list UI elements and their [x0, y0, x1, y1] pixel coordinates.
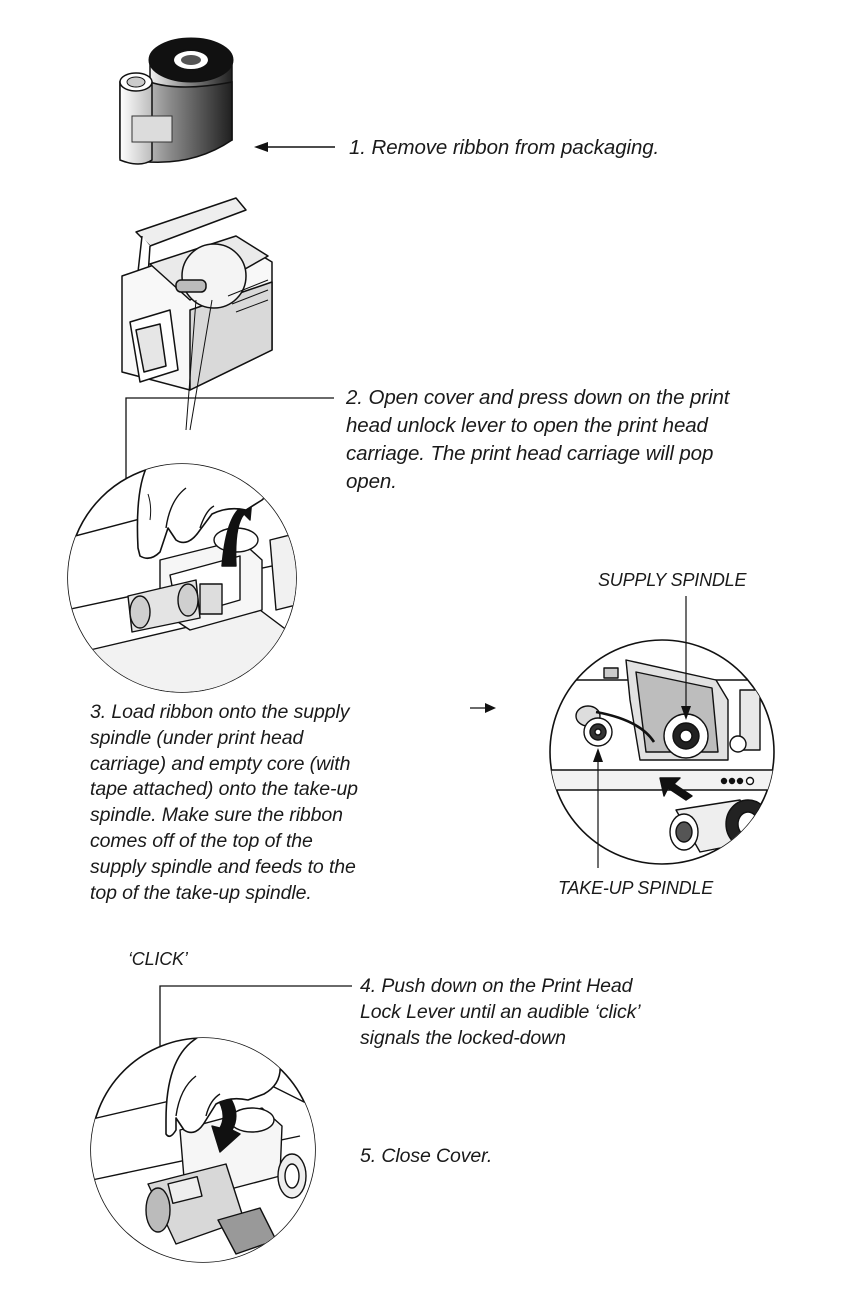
step2-line: head unlock lever to open the print head — [346, 414, 708, 437]
arrow-step1 — [254, 142, 335, 152]
step3-line: top of the take-up spindle. — [90, 881, 312, 904]
takeup-spindle-label: TAKE-UP SPINDLE — [558, 878, 714, 898]
zoom-leader-right — [189, 299, 213, 431]
step3-line: comes off of the top of the — [90, 829, 313, 852]
step4-text: 4. Push down on the Print Head Lock Leve… — [360, 973, 641, 1051]
step1-text: 1. Remove ribbon from packaging. — [349, 136, 660, 159]
step4-line: 4. Push down on the Print Head — [360, 975, 633, 997]
step2-line: carriage. The print head carriage will p… — [346, 442, 714, 465]
zoom-circle-open-carriage — [67, 463, 297, 693]
zoom-leader-left — [185, 299, 197, 431]
step5-text: 5. Close Cover. — [360, 1145, 493, 1167]
supply-spindle-label: SUPPLY SPINDLE — [598, 570, 747, 590]
arrow-step3 — [470, 703, 496, 713]
step2-line: open. — [346, 470, 397, 493]
zoom-circle-spindles — [549, 596, 775, 868]
step3-line: 3. Load ribbon onto the supply — [90, 701, 350, 723]
step2-text: 2. Open cover and press down on the prin… — [346, 384, 729, 496]
zoom-circle-lock-lever — [90, 1037, 316, 1263]
step3-text: 3. Load ribbon onto the supply spindle (… — [90, 700, 358, 906]
printer-illustration — [121, 197, 273, 391]
step3-line: spindle (under print head — [90, 726, 304, 749]
step3-line: carriage) and empty core (with — [90, 752, 351, 775]
ribbon-package-illustration — [119, 37, 234, 165]
step4-line: Lock Lever until an audible ‘click’ — [360, 1001, 641, 1023]
step3-line: tape attached) onto the take-up — [90, 778, 358, 801]
step4-line: signals the locked-down — [360, 1027, 566, 1049]
step3-line: spindle. Make sure the ribbon — [90, 804, 343, 827]
step2-line: 2. Open cover and press down on the prin… — [346, 386, 730, 409]
click-label: ‘CLICK’ — [128, 949, 188, 969]
step3-line: supply spindle and feeds to the — [90, 855, 356, 878]
